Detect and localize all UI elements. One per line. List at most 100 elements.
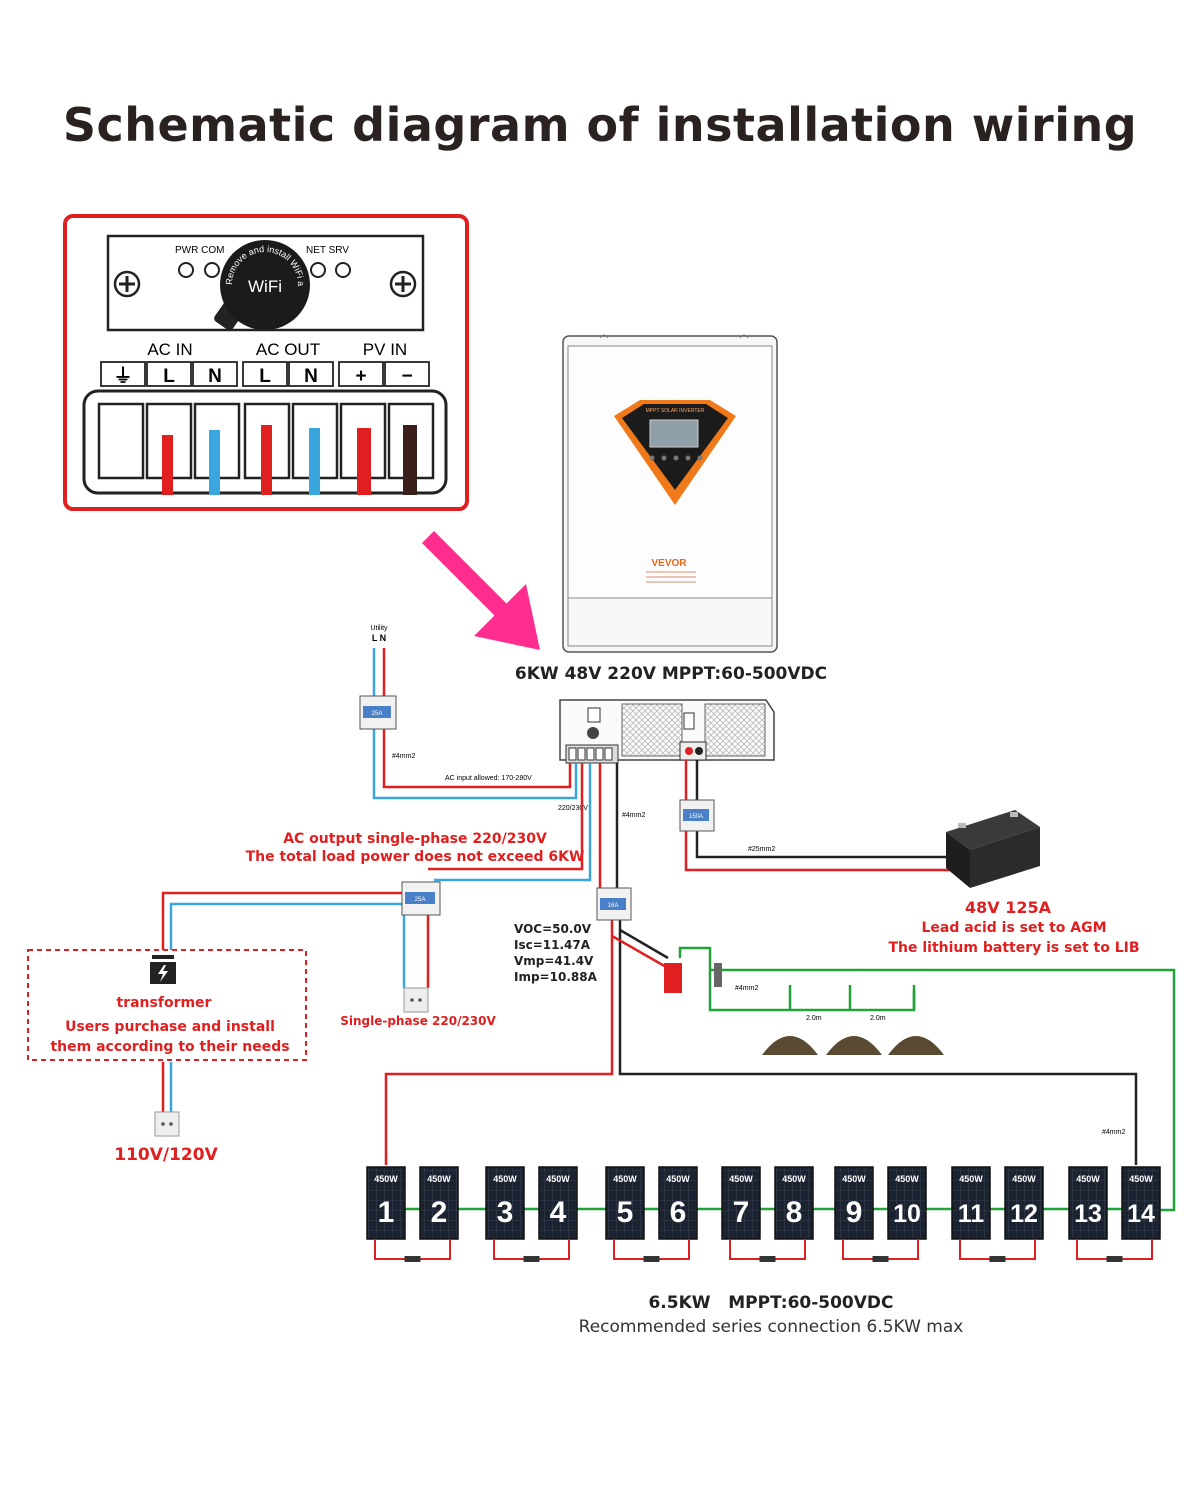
- panel-number-label: 4: [550, 1196, 567, 1229]
- panel-power-label: 450W: [666, 1174, 690, 1184]
- breaker-ac-output-icon: 25A: [401, 881, 441, 916]
- spd-module: [664, 963, 682, 993]
- panel-number-label: 9: [846, 1196, 863, 1229]
- pv-voc: VOC=50.0V: [514, 922, 592, 936]
- svg-text:16A: 16A: [608, 903, 619, 909]
- inverter-spec: 6KW 48V 220V MPPT:60-500VDC: [515, 664, 827, 684]
- panel-power-label: 450W: [613, 1174, 637, 1184]
- solar-panel-9: 450W 9: [834, 1166, 874, 1240]
- terminal-panel-closeup: PWR COM NET SRV Remove and install WiFi …: [0, 0, 469, 511]
- pv-wires: [384, 763, 1138, 1165]
- panel-power-label: 450W: [729, 1174, 753, 1184]
- utility-ln: L N: [372, 633, 386, 643]
- panel-power-label: 450W: [959, 1174, 983, 1184]
- ground-pile-icons: [762, 1036, 944, 1055]
- transformer-title: transformer: [117, 995, 212, 1011]
- battery-line1: Lead acid is set to AGM: [921, 920, 1106, 936]
- panel-power-label: 450W: [493, 1174, 517, 1184]
- group-pv-in: PV IN: [363, 340, 407, 359]
- ground-wires: [678, 946, 1176, 1212]
- solar-panel-4: 450W 4: [538, 1166, 578, 1240]
- pv-array-wire-size: #4mm2: [1102, 1129, 1125, 1136]
- pv-wire-size: #4mm2: [622, 812, 645, 819]
- pv-vmp: Vmp=41.4V: [514, 954, 594, 968]
- terminal-label-pv-plus: +: [355, 366, 366, 387]
- panel-power-label: 450W: [546, 1174, 570, 1184]
- utility-ac-input: AC input allowed: 170-280V: [445, 775, 532, 782]
- panel-power-label: 450W: [895, 1174, 919, 1184]
- inverter-unit: MPPT SOLAR INVERTER VEVOR: [562, 334, 778, 653]
- terminal-wires: [162, 425, 417, 495]
- terminal-label-acout-l: L: [259, 366, 271, 387]
- panel-number-label: 2: [431, 1196, 448, 1229]
- solar-panel-array: 450W1450W2450W3450W4450W5450W6450W7450W8…: [366, 1166, 1161, 1262]
- svg-text:150A: 150A: [689, 814, 703, 820]
- battery-wire-size: #25mm2: [748, 846, 775, 853]
- terminal-label-acin-n: N: [208, 366, 222, 387]
- wifi-label: WiFi: [248, 277, 282, 296]
- panel-power-label: 450W: [842, 1174, 866, 1184]
- solar-panel-14: 450W 14: [1121, 1166, 1161, 1240]
- pv-imp: Imp=10.88A: [514, 970, 598, 984]
- pointer-arrow-icon: [421, 530, 540, 650]
- battery-icon: [946, 810, 1040, 888]
- led-label-right: NET SRV: [306, 245, 349, 256]
- socket-220v-label: Single-phase 220/230V: [340, 1014, 496, 1028]
- ac-output-wires: [161, 763, 592, 1112]
- utility-voltage: 220/230V: [558, 805, 588, 812]
- solar-panel-2: 450W 2: [419, 1166, 459, 1240]
- breaker-battery-icon: 150A: [679, 799, 715, 832]
- ac-output-line1: AC output single-phase 220/230V: [283, 831, 547, 847]
- panel-power-label: 450W: [782, 1174, 806, 1184]
- solar-panel-6: 450W 6: [658, 1166, 698, 1240]
- panel-power-label: 450W: [1129, 1174, 1153, 1184]
- output-110v-label: 110V/120V: [114, 1145, 218, 1165]
- transformer-icon: [150, 955, 176, 984]
- mc4-connector-icon: [989, 1256, 1006, 1262]
- pv-footer-subtitle: Recommended series connection 6.5KW max: [579, 1317, 964, 1337]
- transformer-line1: Users purchase and install: [65, 1019, 275, 1035]
- socket-220v-icon: [403, 987, 429, 1013]
- terminal-label-acin-l: L: [163, 366, 175, 387]
- breaker-utility-icon: 25A: [359, 695, 397, 730]
- led-pwr-icon: [178, 262, 194, 278]
- panel-power-label: 450W: [1076, 1174, 1100, 1184]
- mc4-connector-icon: [643, 1256, 660, 1262]
- panel-number-label: 13: [1074, 1200, 1102, 1228]
- panel-number-label: 8: [786, 1196, 803, 1229]
- socket-110v-icon: [154, 1111, 180, 1137]
- transformer-line2: them according to their needs: [50, 1039, 289, 1055]
- mc4-connector-icon: [872, 1256, 889, 1262]
- led-net-icon: [310, 262, 326, 278]
- battery-line2: The lithium battery is set to LIB: [888, 940, 1139, 956]
- panel-number-label: 14: [1127, 1200, 1155, 1228]
- svg-text:25A: 25A: [372, 711, 383, 717]
- utility-wire-size: #4mm2: [392, 753, 415, 760]
- screw-right-icon: [389, 270, 417, 298]
- led-srv-icon: [335, 262, 351, 278]
- led-label-left: PWR COM: [175, 245, 224, 256]
- breaker-pv-icon: 16A: [596, 887, 632, 921]
- mc4-connector-icon: [523, 1256, 540, 1262]
- panel-number-label: 6: [670, 1196, 687, 1229]
- mc4-connector-icon: [1106, 1256, 1123, 1262]
- utility-label: Utility: [370, 625, 388, 632]
- inverter-lcd-header: MPPT SOLAR INVERTER: [646, 408, 705, 414]
- inverter-bottom-view: [559, 699, 775, 764]
- ground-wire-size: #4mm2: [735, 985, 758, 992]
- lcd-screen: [649, 419, 699, 448]
- screw-left-icon: [113, 270, 141, 298]
- ground-connector: [714, 963, 722, 987]
- panel-power-label: 450W: [427, 1174, 451, 1184]
- group-ac-out: AC OUT: [256, 340, 320, 359]
- panel-number-label: 10: [893, 1200, 921, 1228]
- terminal-label-pv-minus: −: [401, 366, 412, 387]
- panel-power-label: 450W: [374, 1174, 398, 1184]
- battery-title: 48V 125A: [965, 898, 1052, 917]
